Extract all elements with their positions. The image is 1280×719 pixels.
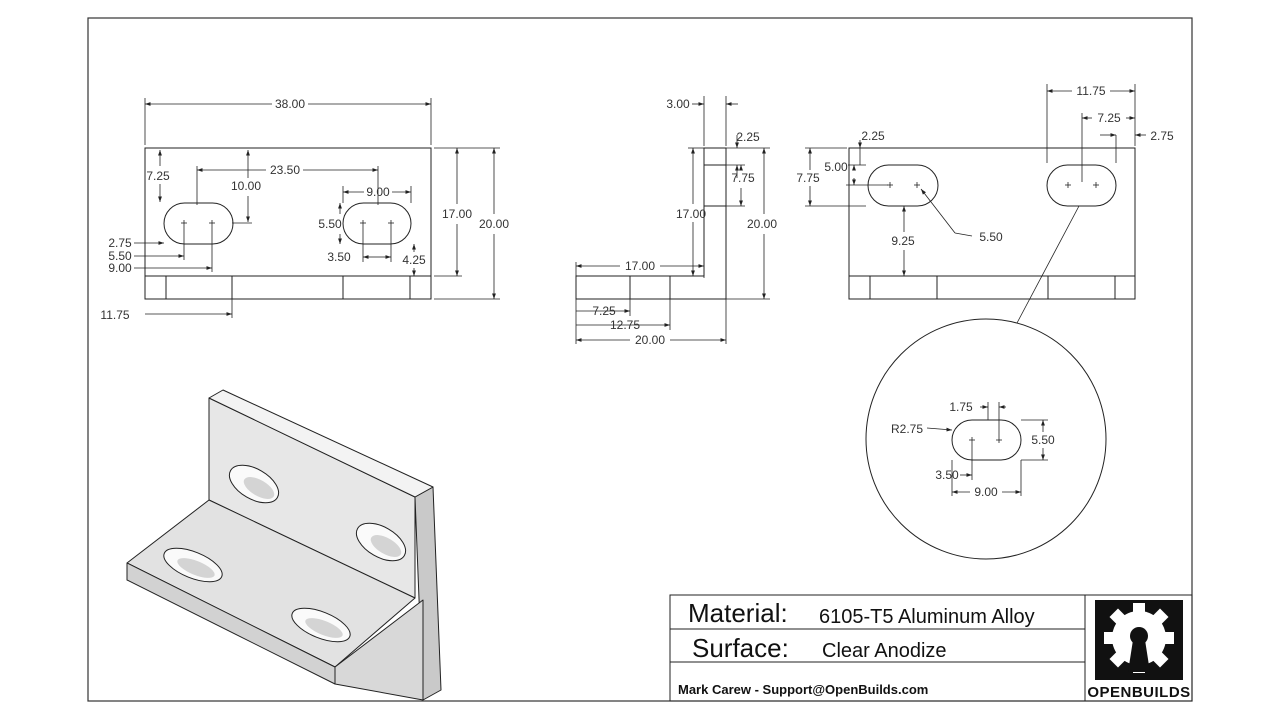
top-slot-right [1046,164,1117,207]
dim-front-width: 38.00 [275,97,305,111]
dim-side-225: 2.25 [736,130,760,144]
dim-side-height-total: 20.00 [747,217,777,231]
dim-top-775: 7.75 [796,171,820,185]
dim-front-slot-spacing: 23.50 [270,163,300,177]
side-view-dimensions: 3.00 2.25 7.75 17.00 20.00 17.00 7.25 12… [592,97,777,347]
author-contact: Mark Carew - Support@OpenBuilds.com [678,682,928,697]
material-label: Material: [688,598,788,628]
dim-top-225: 2.25 [861,129,885,143]
front-view-dimensions: 38.00 23.50 7.25 10.00 9.00 5.50 3.50 4.… [100,97,509,322]
dim-top-550: 5.50 [979,230,1003,244]
dim-side-775: 7.75 [731,171,755,185]
dim-front-edge-275: 2.75 [108,236,132,250]
isometric-view [126,389,442,701]
dim-side-base-1275: 12.75 [610,318,640,332]
front-view-outline [144,147,432,300]
top-view-dimensions: 11.75 7.25 2.75 2.25 5.00 7.75 9.25 5.50 [796,84,1174,248]
front-slot-right [342,202,412,245]
sheet-border [87,17,1193,702]
openbuilds-logo: OPENBUILDS [1087,600,1190,701]
material-value: 6105-T5 Aluminum Alloy [819,606,1035,628]
top-slot-left [867,164,939,207]
dim-front-slot-length: 9.00 [366,185,390,199]
detail-view-dimensions: 1.75 R2.75 5.50 3.50 9.00 [891,400,1055,499]
dim-front-slot-center: 10.00 [231,179,261,193]
dim-front-edge-550: 5.50 [108,249,132,263]
dim-front-slot-offset: 3.50 [327,250,351,264]
logo-text: OPENBUILDS [1087,684,1190,701]
dim-top-1175: 11.75 [1076,84,1105,98]
detail-view [865,318,1107,560]
detail-slot [951,419,1022,461]
dim-front-height-total: 20.00 [479,217,509,231]
dim-detail-550: 5.50 [1031,433,1055,447]
dim-top-725: 7.25 [1097,111,1121,125]
dim-front-height-upper: 17.00 [442,207,472,221]
side-view [575,96,770,344]
dim-detail-350: 3.50 [935,468,959,482]
detail-circle [865,318,1107,560]
dim-front-slot-width: 5.50 [318,217,342,231]
dim-detail-radius: R2.75 [891,422,923,436]
dim-side-base-725: 7.25 [592,304,616,318]
dim-side-base-total: 20.00 [635,333,665,347]
dim-front-edge-1175: 11.75 [100,308,129,322]
dim-top-275: 2.75 [1150,129,1174,143]
front-view [134,98,500,318]
surface-value: Clear Anodize [822,640,947,662]
front-slot-left [163,202,234,245]
top-view-outline [848,147,1136,300]
top-view [805,84,1146,324]
gear-icon [1104,603,1174,673]
dim-front-edge-900: 9.00 [108,261,132,275]
dim-side-height-inner: 17.00 [676,207,706,221]
dim-front-slot-bottom: 4.25 [402,253,426,267]
dim-detail-175: 1.75 [949,400,973,414]
dim-top-925: 9.25 [891,234,915,248]
dim-side-thickness: 3.00 [666,97,690,111]
title-block [669,594,1193,702]
surface-label: Surface: [692,633,789,663]
dim-top-500: 5.00 [824,160,848,174]
dim-front-slot-top: 7.25 [146,169,170,183]
dim-detail-900: 9.00 [974,485,998,499]
dim-side-base-inner: 17.00 [625,259,655,273]
